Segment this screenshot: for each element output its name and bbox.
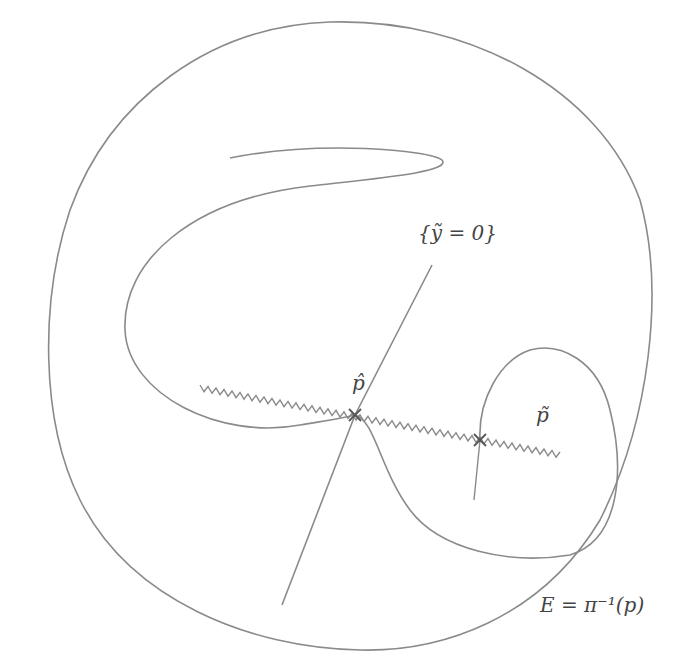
divisor-line — [282, 265, 432, 605]
outer-boundary — [49, 22, 652, 650]
point-label: p̂ — [352, 372, 365, 394]
fiber-stub — [474, 440, 480, 500]
point-label: p̃ — [536, 404, 549, 426]
wavy-line — [200, 385, 560, 457]
fiber-label: E = π⁻¹(p) — [540, 594, 644, 616]
equation-label: {ỹ = 0} — [418, 222, 497, 244]
nodal-curve — [125, 148, 618, 558]
point-marker — [349, 409, 361, 421]
point-marker — [474, 434, 486, 446]
